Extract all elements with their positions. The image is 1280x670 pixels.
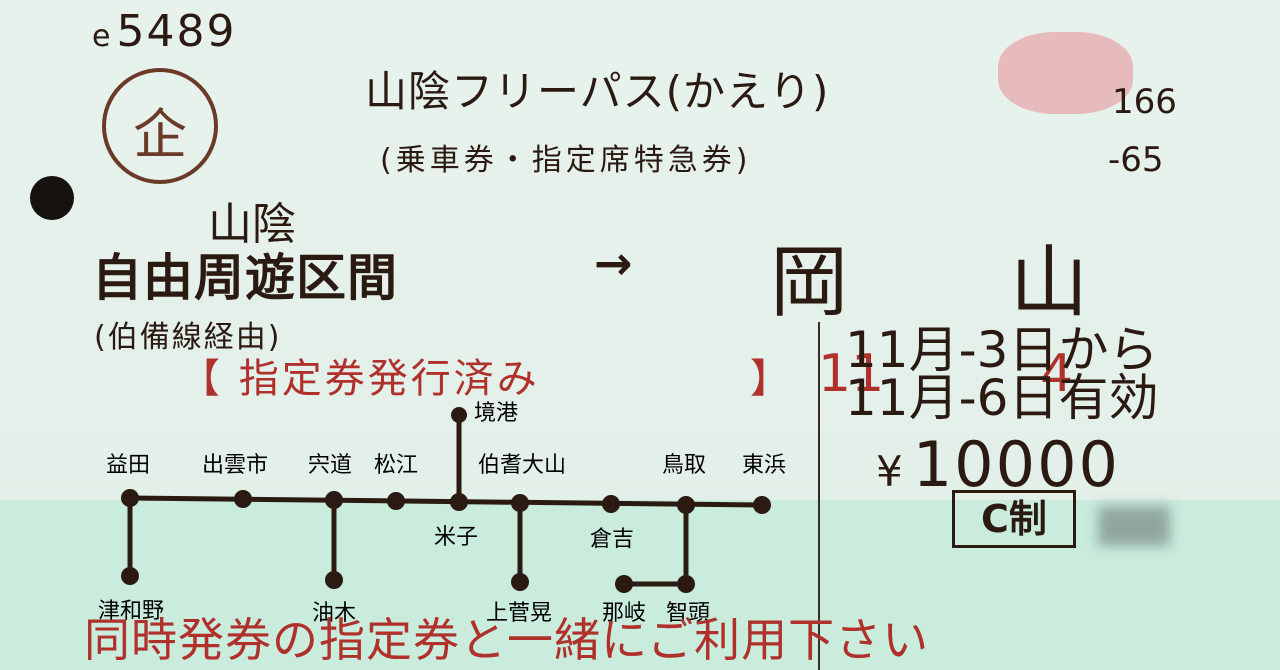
station-dot [677,496,695,514]
station-label: 上菅晃 [486,601,552,626]
issued-note: 【 指定券発行済み [180,356,540,402]
station-dot [677,575,695,593]
valid-to: 11月-6日有効 [845,369,1159,427]
station-dot [387,492,405,510]
station-dot [325,491,343,509]
station-label: 智頭 [666,601,710,626]
ticket-subtitle: (乗車券・指定席特急券) [380,143,752,178]
serial-value: 5489 [116,6,237,57]
station-label: 東浜 [742,453,786,478]
station-label: 益田 [106,453,150,478]
divider-line [818,322,820,670]
blurred-mark [1098,506,1170,546]
red-stamp-icon [998,32,1133,114]
station-dot [450,493,468,511]
station-dot [234,490,252,508]
area-name-line1: 山陰 [208,199,296,250]
issued-note-close: 】 [750,356,790,402]
station-dot [511,573,529,591]
station-label: 米子 [434,525,478,550]
serial-prefix: e [92,19,113,54]
destination-char-2: 山 [1010,238,1089,328]
ticket-code-1: 166 [1112,82,1177,122]
route-via: (伯備線経由) [94,320,282,355]
punch-hole-icon [30,176,74,220]
station-dot [753,496,771,514]
station-label: 伯耆大山 [478,453,566,478]
seal-char: 企 [133,103,187,166]
fare: ¥10000 [876,428,1120,501]
class-mark: C制 [952,490,1076,548]
destination-char-1: 岡 [770,238,849,328]
station-dot [511,494,529,512]
station-dot [615,575,633,593]
serial-number: e5489 [92,6,236,57]
valid-from: 11月-3日から [845,321,1159,379]
station-dot [121,567,139,585]
station-label: 倉吉 [590,527,634,552]
red-overprint-month: 11 [818,344,885,404]
station-dot [602,495,620,513]
ticket-code-2: -65 [1108,140,1164,180]
footer-note: 同時発券の指定券と一緒にご利用下さい [84,613,930,667]
red-overprint-day: 4 [1040,344,1074,404]
station-label: 那岐 [602,601,646,626]
station-label: 宍道 [308,453,352,478]
circle-seal-icon: 企 [102,68,218,184]
station-label: 油木 [312,601,356,626]
arrow-right-icon: → [594,236,633,290]
station-dot [451,407,467,423]
station-dot [325,571,343,589]
station-dot [121,489,139,507]
station-label: 鳥取 [662,453,706,478]
station-label: 境港 [474,401,518,426]
area-name-line2: 自由周遊区間 [92,249,398,307]
station-label: 出雲市 [202,453,268,478]
station-label: 津和野 [98,599,164,624]
station-label: 松江 [374,453,418,478]
yen-symbol: ¥ [876,447,905,496]
ticket-title: 山陰フリーパス(かえり) [365,67,830,116]
fare-value: 10000 [912,428,1120,501]
